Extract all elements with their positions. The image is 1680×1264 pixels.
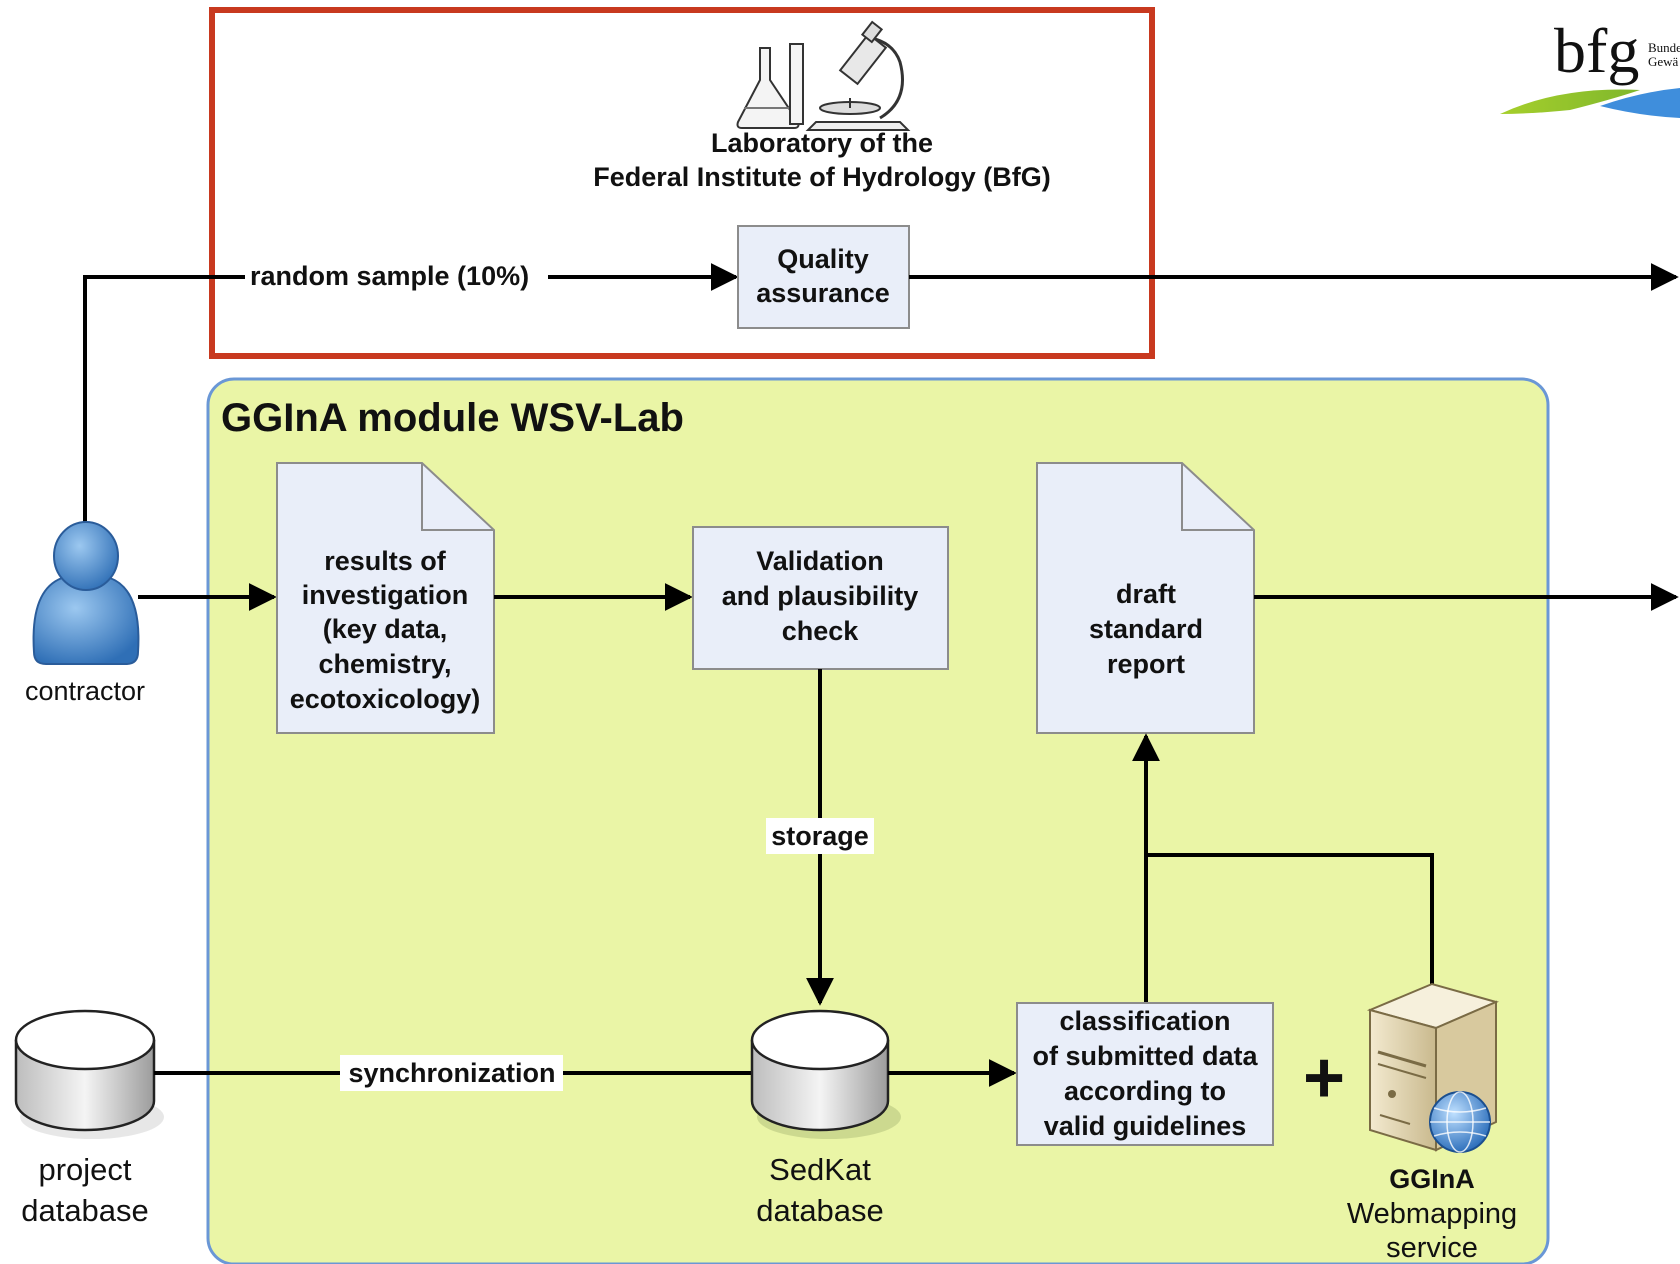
validation-box xyxy=(692,526,949,670)
webmapping-to-draft-connector xyxy=(1146,853,1434,985)
lab-equipment-icon xyxy=(736,20,911,131)
sedkat-line1: SedKat xyxy=(769,1152,871,1187)
draft-line2: standard xyxy=(1089,614,1203,644)
contractor-up-connector xyxy=(83,275,245,530)
bfg-logo-sub1: Bunde xyxy=(1648,40,1680,55)
results-document-fold xyxy=(421,463,494,531)
random-sample-label: random sample (10%) xyxy=(250,261,529,291)
ggina-label: GGInA xyxy=(1389,1164,1475,1194)
synchronization-label: synchronization xyxy=(348,1058,555,1088)
bfg-logo: bfg Bunde Gewä xyxy=(1500,15,1680,118)
results-line5: ecotoxicology) xyxy=(290,684,481,714)
results-line2: investigation xyxy=(302,580,469,610)
module-title: GGInA module WSV-Lab xyxy=(221,396,684,440)
draft-line3: report xyxy=(1107,649,1185,679)
webmapping-line2: service xyxy=(1386,1232,1478,1264)
lab-frame xyxy=(209,7,1155,359)
classification-line1: classification xyxy=(1059,1006,1230,1036)
validation-line3: check xyxy=(782,616,860,646)
lab-title-line2: Federal Institute of Hydrology (BfG) xyxy=(593,162,1051,192)
sync-label-bg xyxy=(340,1055,563,1091)
storage-label: storage xyxy=(771,821,869,851)
classification-line3: according to xyxy=(1064,1076,1226,1106)
results-line3: (key data, xyxy=(323,614,448,644)
draft-report-document-fold xyxy=(1181,463,1254,531)
webmapping-line1: Webmapping xyxy=(1347,1198,1517,1230)
plus-sign: + xyxy=(1303,1038,1345,1118)
sedkat-line2: database xyxy=(756,1193,884,1228)
results-line4: chemistry, xyxy=(318,649,451,679)
quality-assurance-box xyxy=(737,225,910,329)
classification-line2: of submitted data xyxy=(1032,1041,1258,1071)
validation-line2: and plausibility xyxy=(722,581,919,611)
sedkat-database-icon xyxy=(750,1009,901,1139)
results-line1: results of xyxy=(324,546,447,576)
bfg-logo-sub2: Gewä xyxy=(1648,54,1679,69)
classification-box xyxy=(1016,1002,1274,1146)
webmapping-server-icon xyxy=(1366,982,1499,1153)
storage-label-bg xyxy=(766,818,874,854)
project-db-line2: database xyxy=(21,1193,149,1228)
contractor-icon xyxy=(32,521,140,665)
project-database-icon xyxy=(14,1009,164,1139)
project-db-line1: project xyxy=(38,1152,131,1187)
validation-line1: Validation xyxy=(756,546,884,576)
lab-title-line1: Laboratory of the xyxy=(711,128,933,158)
quality-label-line2: assurance xyxy=(756,278,890,308)
quality-label-line1: Quality xyxy=(777,244,869,274)
contractor-label: contractor xyxy=(25,676,145,706)
bfg-logo-text: bfg xyxy=(1554,15,1639,86)
classification-line4: valid guidelines xyxy=(1044,1111,1247,1141)
draft-line1: draft xyxy=(1116,579,1176,609)
